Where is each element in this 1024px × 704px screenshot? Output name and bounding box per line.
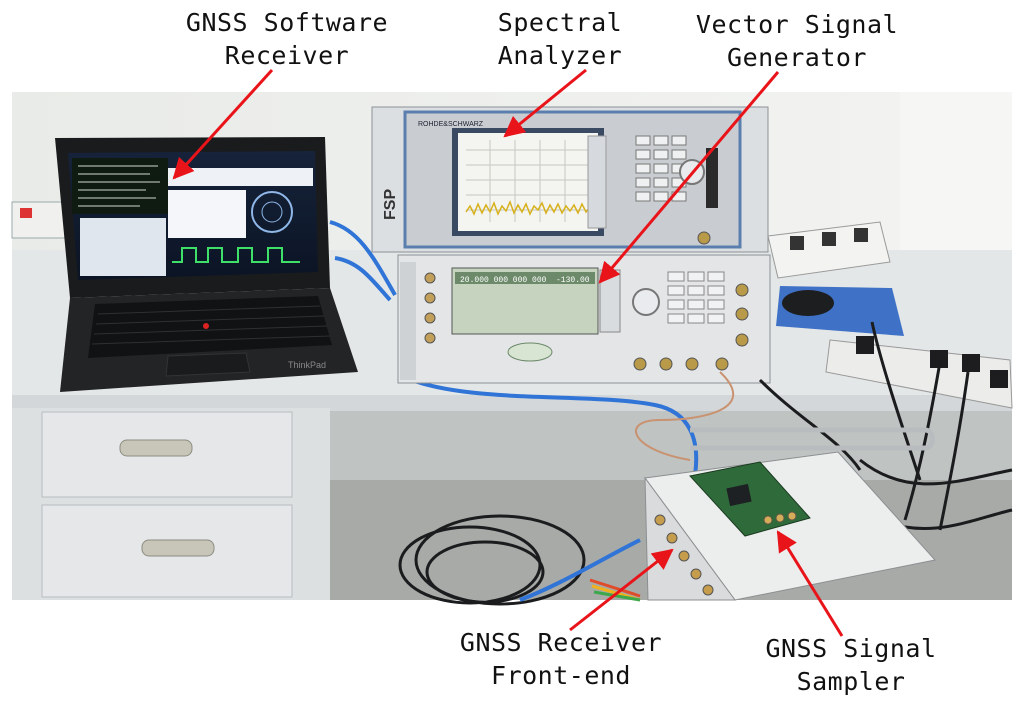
generator-power-button xyxy=(507,342,553,362)
rf-cable xyxy=(635,371,735,461)
label-vector-generator: Vector Signal Generator xyxy=(672,8,922,74)
analyzer-noise-trace xyxy=(465,199,591,216)
power-strip-right xyxy=(767,221,891,279)
generator-output-connectors xyxy=(633,283,749,371)
label-spectral-analyzer-line2: Analyzer xyxy=(497,41,623,70)
laptop-list-panel xyxy=(80,218,166,276)
arrow-software-receiver xyxy=(172,68,274,180)
laptop-skyplot xyxy=(251,191,293,233)
label-software-receiver-line1: GNSS Software xyxy=(185,8,389,37)
desk-front xyxy=(12,395,1012,411)
power-strip-left xyxy=(11,201,68,239)
generator-rotary-knob xyxy=(632,288,660,316)
laptop-brand: ThinkPad xyxy=(288,360,326,370)
analyzer-softkeys xyxy=(587,135,607,229)
laptop-white-panel xyxy=(168,168,313,186)
label-signal-sampler-line2: Sampler xyxy=(796,667,906,696)
laptop-square-wave xyxy=(172,247,300,263)
analyzer-brand: ROHDE&SCHWARZ xyxy=(418,121,484,128)
spectrum-analyzer: ROHDE&SCHWARZ FSP xyxy=(371,106,769,253)
drawer-handle-top xyxy=(119,439,193,457)
mouse xyxy=(782,290,834,316)
blue-cables xyxy=(329,220,699,602)
label-software-receiver-line2: Receiver xyxy=(224,41,350,70)
sampler-chip xyxy=(726,483,752,507)
arrow-vector-generator xyxy=(598,71,780,284)
generator-connectors xyxy=(424,272,436,344)
label-receiver-frontend-line1: GNSS Receiver xyxy=(459,628,663,657)
laptop-touchpad xyxy=(165,352,251,377)
metal-rail xyxy=(690,427,935,451)
label-signal-sampler: GNSS Signal Sampler xyxy=(738,632,964,698)
power-strip-left-switch xyxy=(20,208,32,218)
analyzer-rf-input xyxy=(697,231,711,245)
laptop-trackpoint xyxy=(203,323,209,329)
sampler-connectors xyxy=(763,511,797,525)
label-spectral-analyzer-line1: Spectral xyxy=(497,8,623,37)
analyzer-screen xyxy=(458,133,598,231)
label-vector-generator-line1: Vector Signal xyxy=(695,10,899,39)
laptop-skyplot-inner xyxy=(261,201,283,223)
label-receiver-frontend-line2: Front-end xyxy=(491,661,631,690)
generator-frequency: 20.000 000 000 000 xyxy=(460,276,547,285)
box-connectors xyxy=(654,514,714,596)
laptop-keys xyxy=(91,305,331,345)
laptop-terminal-text xyxy=(78,165,160,207)
analyzer-disk-slot xyxy=(706,148,718,208)
label-spectral-analyzer: Spectral Analyzer xyxy=(470,6,650,72)
analyzer-model: FSP xyxy=(382,189,399,220)
label-receiver-frontend: GNSS Receiver Front-end xyxy=(430,626,692,692)
generator-display-header xyxy=(455,272,595,284)
generator-left-handle xyxy=(400,262,416,380)
drawer-handle-bottom xyxy=(141,539,215,557)
generator-keypad xyxy=(667,271,725,324)
laptop: ThinkPad xyxy=(55,137,358,392)
arrow-signal-sampler xyxy=(776,530,844,637)
label-signal-sampler-line1: GNSS Signal xyxy=(765,634,937,663)
arrow-spectral-analyzer xyxy=(503,68,587,138)
label-software-receiver: GNSS Software Receiver xyxy=(156,6,418,72)
laptop-plot-window xyxy=(168,190,246,238)
vector-signal-generator: 20.000 000 000 000 -130.00 xyxy=(397,254,771,384)
arrow-receiver-frontend xyxy=(569,548,674,632)
label-vector-generator-line2: Generator xyxy=(727,43,867,72)
generator-level: -130.00 xyxy=(556,276,590,285)
laptop-terminal-window xyxy=(72,158,168,214)
